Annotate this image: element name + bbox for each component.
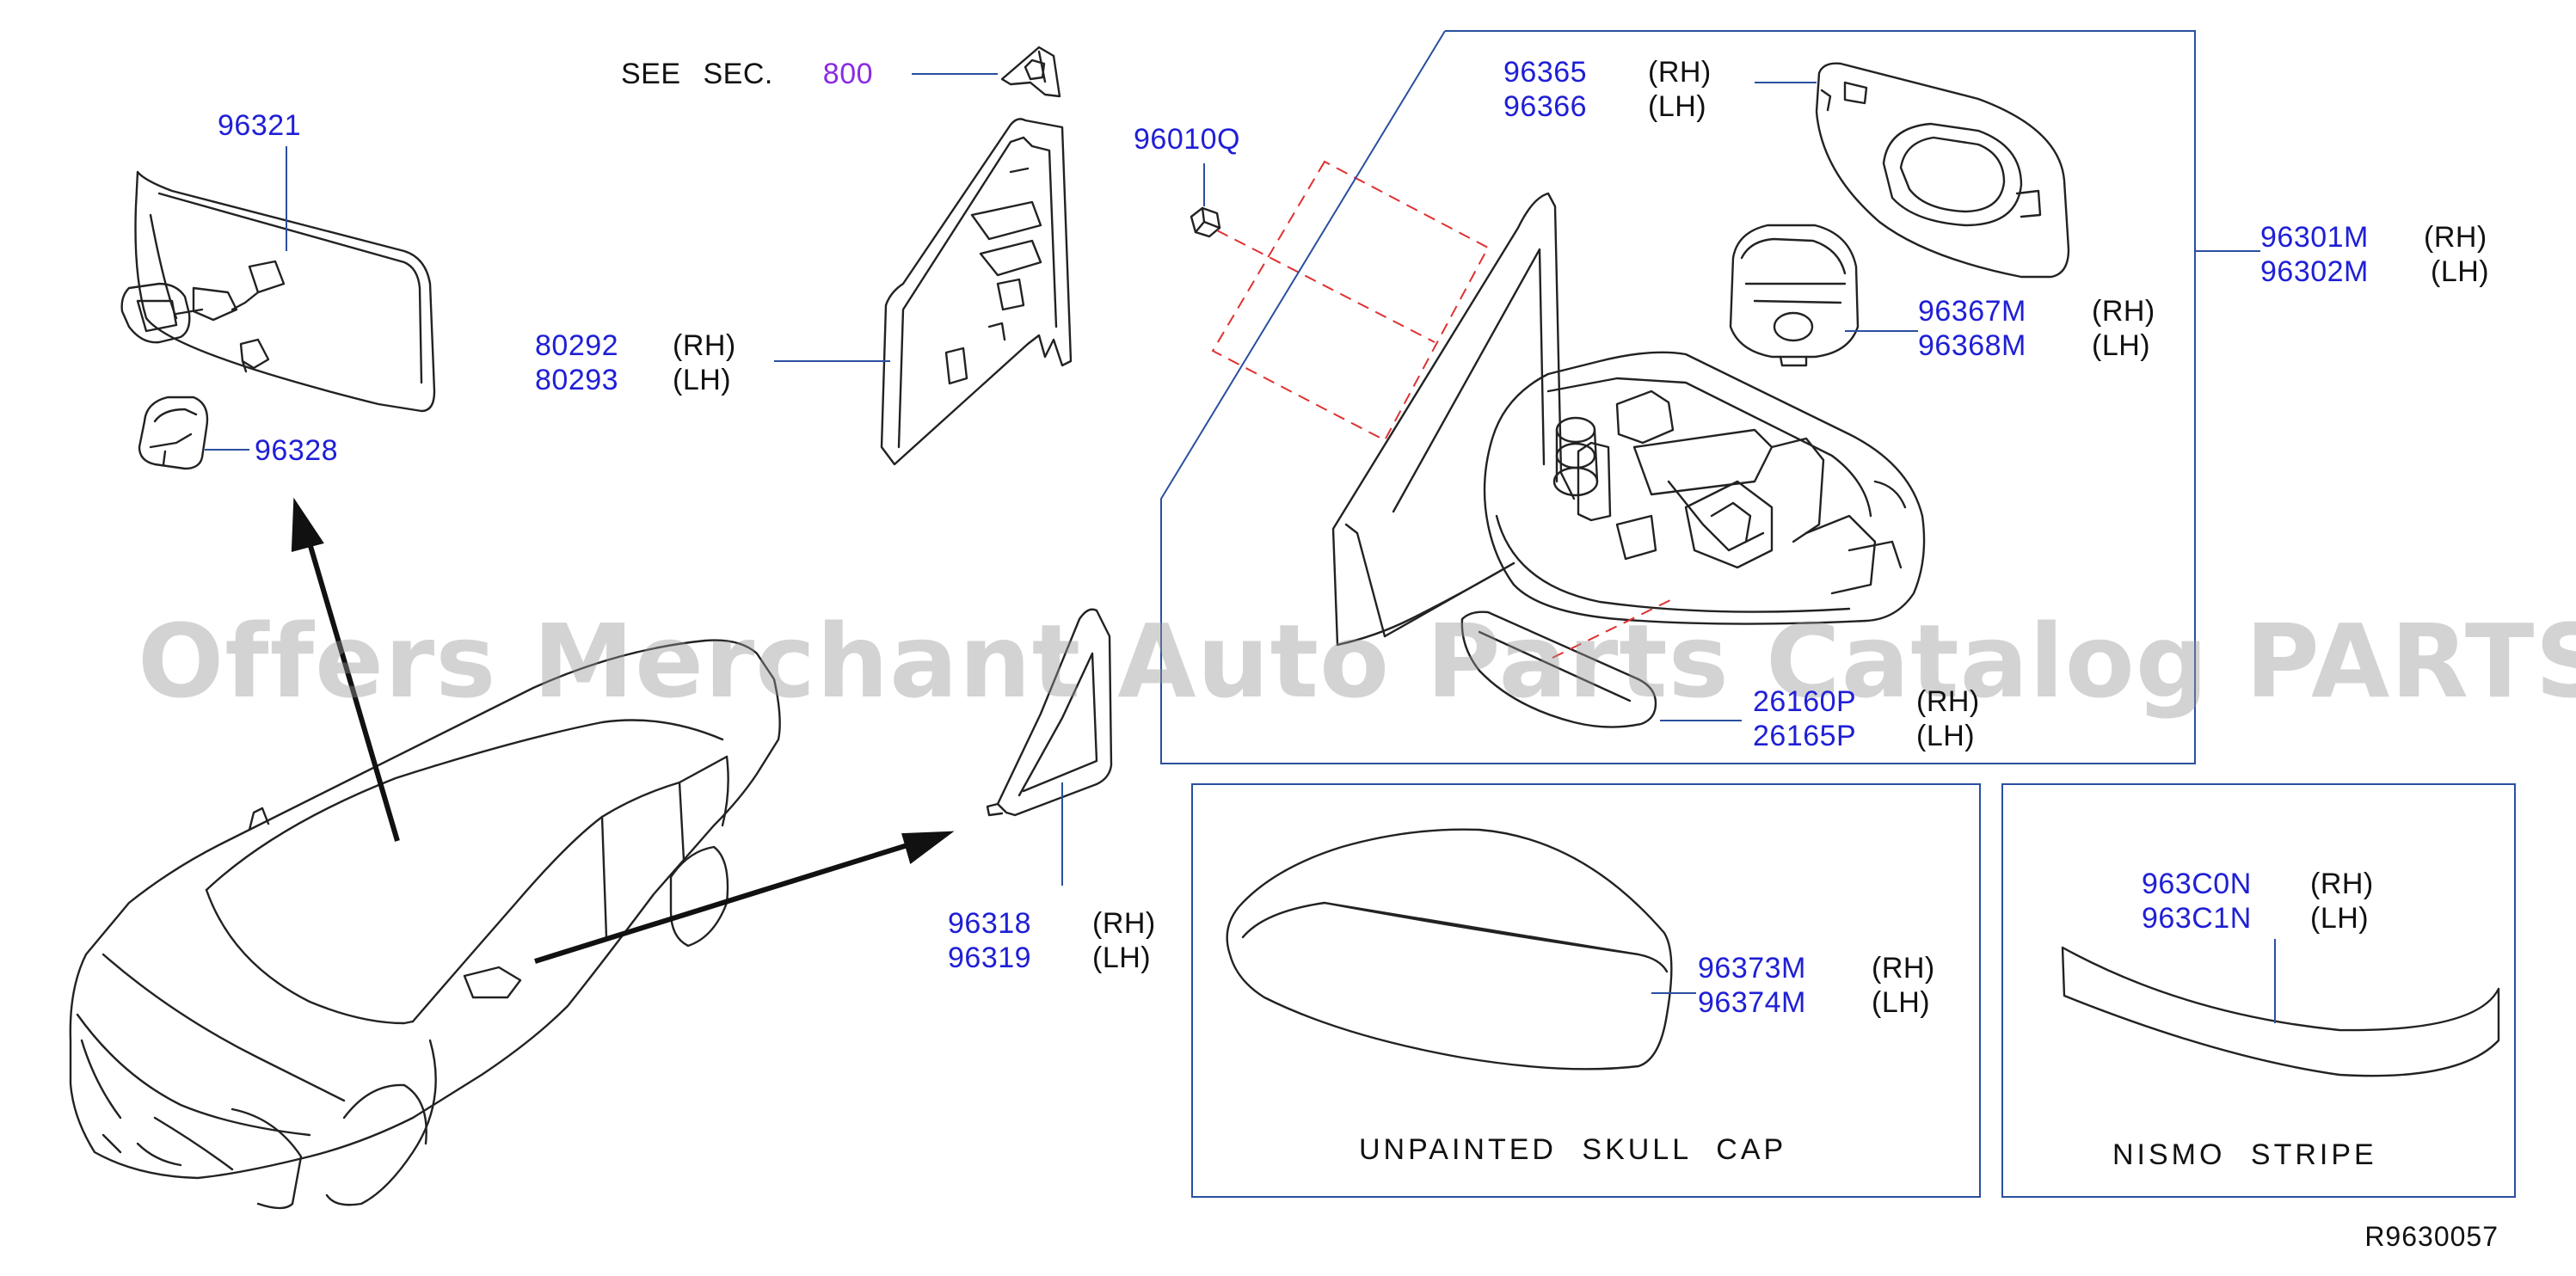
part-label-96373M[interactable]: 96373M (RH) 96374M (LH)	[1698, 951, 1935, 1020]
side-lh: (LH)	[2310, 902, 2370, 935]
side-rh: (RH)	[673, 329, 736, 362]
door-mirror-assembly-illustration	[1331, 192, 1926, 647]
part-label-96365[interactable]: 96365 (RH) 96366 (LH)	[1503, 55, 1712, 124]
side-rh: (RH)	[1648, 56, 1712, 89]
side-rh: (RH)	[1092, 907, 1156, 940]
part-number[interactable]: 96318	[948, 907, 1032, 940]
part-label-96321[interactable]: 96321	[218, 108, 301, 143]
side-lh: (LH)	[2092, 329, 2151, 362]
part-number[interactable]: 96319	[948, 942, 1032, 974]
part-number[interactable]: 963C1N	[2142, 902, 2252, 935]
corner-finisher-illustration	[880, 118, 1073, 466]
part-number[interactable]: 96301M	[2260, 221, 2369, 254]
part-label-96318[interactable]: 96318 (RH) 96319 (LH)	[948, 906, 1156, 975]
actuator-illustration	[1729, 224, 1860, 367]
side-rh: (RH)	[1916, 685, 1980, 718]
part-number[interactable]: 96365	[1503, 56, 1588, 89]
hidden-lines	[1211, 160, 1671, 659]
section-800-bracket-illustration	[1000, 46, 1061, 98]
mirror-finisher-illustration	[986, 608, 1113, 817]
caption-nismo-stripe: NISMO STRIPE	[2112, 1138, 2377, 1171]
part-label-96301M[interactable]: 96301M (RH) 96302M (LH)	[2260, 220, 2489, 289]
side-lh: (LH)	[1916, 720, 1976, 752]
nut-illustration	[1190, 206, 1221, 238]
part-number[interactable]: 80293	[535, 364, 619, 396]
rearview-mirror-illustration	[120, 170, 436, 413]
caption-skull-cap: UNPAINTED SKULL CAP	[1359, 1133, 1787, 1166]
part-label-80292[interactable]: 80292 (RH) 80293 (LH)	[535, 328, 736, 397]
mirror-glass-illustration	[1815, 62, 2070, 279]
part-number[interactable]: 96373M	[1698, 952, 1806, 985]
part-label-96367M[interactable]: 96367M (RH) 96368M (LH)	[1918, 294, 2155, 363]
part-number[interactable]: 26165P	[1753, 720, 1857, 752]
skull-cap-illustration	[1226, 828, 1673, 1070]
mirror-cover-illustration	[138, 396, 209, 470]
pointer-arrows	[291, 497, 955, 964]
part-label-96010Q[interactable]: 96010Q	[1134, 122, 1240, 156]
part-number[interactable]: 96302M	[2260, 255, 2369, 288]
watermark: Offers Merchant Auto Parts Catalog PARTS…	[138, 602, 2576, 721]
side-lh: (LH)	[1092, 942, 1152, 974]
part-number[interactable]: 96366	[1503, 90, 1588, 123]
side-rh: (RH)	[1872, 952, 1935, 985]
reference-code: R9630057	[2364, 1221, 2499, 1252]
part-number[interactable]: 26160P	[1753, 685, 1857, 718]
side-lh: (LH)	[1648, 90, 1707, 123]
side-rh: (RH)	[2310, 868, 2374, 900]
part-number[interactable]: 80292	[535, 329, 619, 362]
side-rh: (RH)	[2092, 295, 2155, 328]
nismo-stripe-illustration	[2061, 946, 2500, 1077]
part-label-96328[interactable]: 96328	[255, 433, 338, 468]
part-number[interactable]: 96367M	[1918, 295, 2026, 328]
part-label-26160P[interactable]: 26160P (RH) 26165P (LH)	[1753, 684, 1980, 753]
part-label-963C0N[interactable]: 963C0N (RH) 963C1N (LH)	[2142, 867, 2374, 936]
part-number[interactable]: 96010Q	[1134, 123, 1240, 156]
part-number[interactable]: 963C0N	[2142, 868, 2252, 900]
side-rh: (RH)	[2424, 221, 2487, 254]
part-number[interactable]: 96321	[218, 109, 302, 142]
part-number[interactable]: 96328	[255, 434, 339, 467]
part-number[interactable]: 96374M	[1698, 986, 1806, 1019]
side-turn-lamp-illustration	[1460, 610, 1657, 728]
see-section-number[interactable]: 800	[822, 58, 874, 90]
side-lh: (LH)	[1872, 986, 1931, 1019]
car-illustration	[69, 639, 781, 1210]
side-lh: (LH)	[2431, 255, 2490, 288]
see-section-reference: SEE SEC. 800	[621, 57, 873, 91]
side-lh: (LH)	[673, 364, 732, 396]
part-number[interactable]: 96368M	[1918, 329, 2026, 362]
see-section-prefix: SEE SEC.	[621, 58, 773, 90]
leader-lines	[205, 30, 2516, 1198]
